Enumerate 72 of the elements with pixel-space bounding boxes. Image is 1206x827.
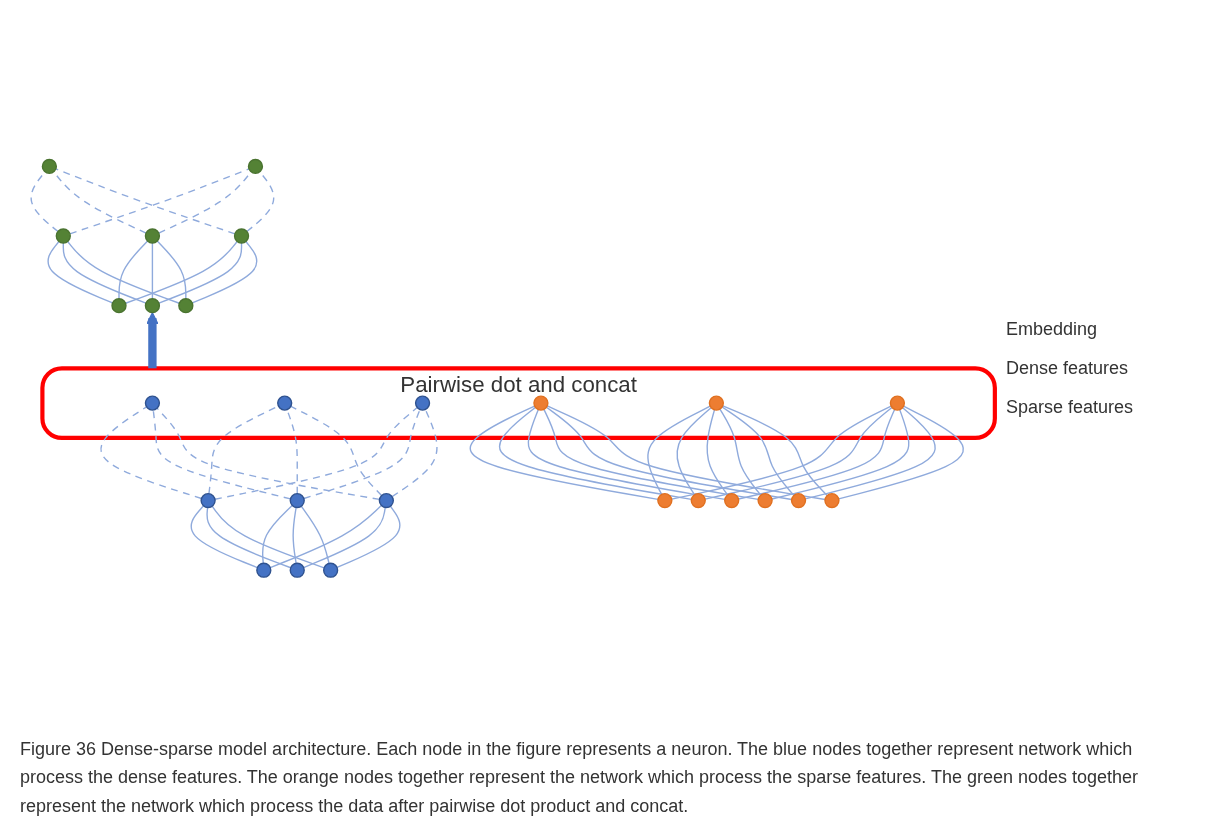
connector: [269, 504, 383, 569]
node-circle: [55, 228, 71, 244]
connector: [647, 405, 711, 496]
label-text: Dense features: [1006, 357, 1130, 379]
node-circle: [657, 492, 673, 509]
connector: [706, 409, 729, 496]
node-circle: [247, 158, 264, 175]
node-circle: [178, 298, 194, 314]
node-circle: [378, 492, 394, 509]
arrow: [146, 312, 159, 369]
node-circle: [708, 395, 725, 411]
figure-caption: Figure 36 Dense-sparse model architecture. Each node in the figure represents a neuron. The blue nodes together represent network which process the dense features. The orange nodes together represent the network which process the sparse features. The green nodes together represent the network which process the data after pairwise dot product and concat.: [20, 737, 1140, 819]
connector: [722, 405, 828, 497]
node-circle: [144, 298, 161, 314]
connector: [151, 242, 154, 300]
connector: [737, 408, 896, 500]
node-circle: [289, 562, 305, 578]
connector: [676, 406, 712, 496]
label-text: Embedding: [1006, 318, 1099, 340]
connector: [290, 405, 383, 497]
connector: [66, 240, 180, 304]
node-circle: [256, 562, 272, 578]
node-circle: [144, 228, 161, 244]
connector: [190, 505, 259, 569]
label-text: Sparse features: [1006, 396, 1135, 418]
node-circle: [323, 562, 339, 578]
node-circle: [144, 395, 161, 411]
node-circle: [790, 492, 807, 509]
connector: [156, 407, 381, 501]
connector: [543, 408, 759, 501]
connector: [156, 240, 187, 300]
connector: [670, 405, 892, 500]
connector: [118, 240, 149, 300]
connector: [719, 408, 762, 496]
connector: [214, 406, 418, 500]
node-circle: [690, 492, 706, 509]
connector: [771, 408, 910, 500]
node-circle: [200, 492, 216, 509]
node-circle: [533, 395, 549, 411]
connector: [292, 506, 297, 565]
connector: [704, 406, 893, 500]
connector: [47, 240, 114, 304]
connector: [100, 406, 203, 500]
connector: [300, 505, 330, 565]
node-circle: [111, 298, 127, 314]
node-circle: [757, 492, 773, 509]
connector: [191, 240, 258, 304]
connector: [124, 240, 238, 304]
connector: [336, 505, 401, 569]
cluster: Pairwise dot and concat: [40, 366, 997, 440]
connector: [302, 506, 386, 569]
node-circle: [724, 492, 740, 509]
connector: [206, 506, 292, 569]
connector: [838, 405, 965, 500]
node-circle: [889, 395, 906, 411]
connector: [469, 405, 659, 501]
connector: [527, 408, 726, 501]
node-circle: [233, 228, 250, 244]
node-circle: [824, 492, 840, 509]
node-circle: [41, 158, 58, 175]
node-circle: [289, 492, 305, 509]
connector: [804, 406, 936, 500]
connector: [498, 406, 693, 501]
node-circle: [277, 395, 293, 411]
connector: [62, 242, 147, 304]
connector: [211, 505, 325, 569]
connector: [261, 504, 293, 564]
connector: [303, 408, 421, 500]
node-circle: [414, 395, 431, 411]
connector: [391, 408, 438, 498]
connector: [152, 409, 292, 500]
connector: [158, 242, 243, 304]
